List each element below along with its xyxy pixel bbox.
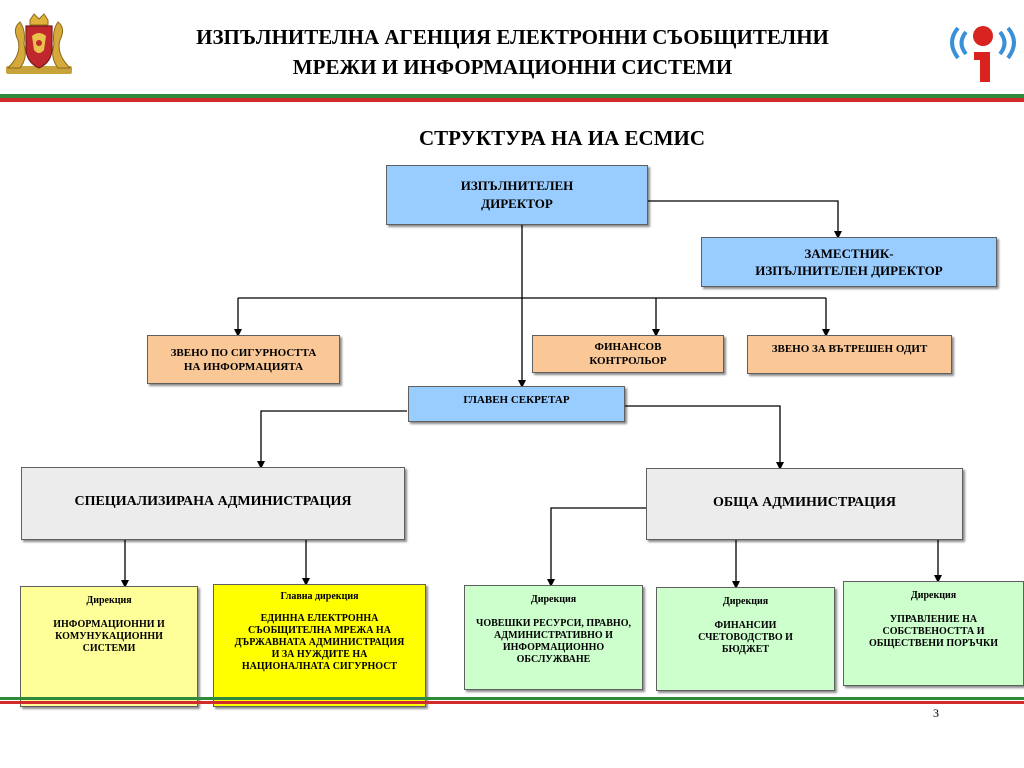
- security-line1: ЗВЕНО ПО СИГУРНОСТТА: [170, 346, 317, 359]
- directorate-label: Дирекция: [910, 590, 957, 601]
- director-line2: ДИРЕКТОР: [481, 196, 553, 211]
- general-line1: ОБЩА АДМИНИСТРАЦИЯ: [713, 495, 896, 510]
- directorate-name: ИНФОРМАЦИОННИ И КОМУНУКАЦИОННИ СИСТЕМИ: [53, 619, 165, 654]
- directorate-name: ЕДИННА ЕЛЕКТРОННА СЪОБЩИТЕЛНА МРЕЖА НА Д…: [234, 613, 405, 672]
- directorate-name: ЧОВЕШКИ РЕСУРСИ, ПРАВНО, АДМИНИСТРАТИВНО…: [476, 618, 631, 665]
- audit-line1: ЗВЕНО ЗА ВЪТРЕШЕН ОДИТ: [771, 343, 928, 355]
- directorate-name: ФИНАНСИИ СЧЕТОВОДСТВО И БЮДЖЕТ: [698, 620, 793, 655]
- agency-logo: [944, 18, 1022, 84]
- directorate-box-5: Дирекция УПРАВЛЕНИЕ НА СОБСТВЕНОСТТА И О…: [843, 581, 1024, 686]
- header-title: ИЗПЪЛНИТЕЛНА АГЕНЦИЯ ЕЛЕКТРОННИ СЪОБЩИТЕ…: [105, 22, 920, 82]
- header-title-line1: ИЗПЪЛНИТЕЛНА АГЕНЦИЯ ЕЛЕКТРОННИ СЪОБЩИТЕ…: [196, 25, 829, 49]
- coat-of-arms-logo: [2, 10, 76, 78]
- directorate-name: УПРАВЛЕНИЕ НА СОБСТВЕНОСТТА И ОБЩЕСТВЕНИ…: [868, 614, 998, 649]
- bulgarian-coat-of-arms-icon: [6, 13, 72, 74]
- agency-signal-logo-icon: [950, 26, 1016, 82]
- director-line1: ИЗПЪЛНИТЕЛЕН: [460, 178, 574, 193]
- specialized-administration-box: СПЕЦИАЛИЗИРАНА АДМИНИСТРАЦИЯ: [21, 467, 405, 540]
- finance-controller-box: ФИНАНСОВ КОНТРОЛЬОР: [532, 335, 724, 373]
- directorate-box-2: Главна дирекция ЕДИННА ЕЛЕКТРОННА СЪОБЩИ…: [213, 584, 426, 707]
- line-director-deputy: [647, 200, 842, 239]
- deputy-line2: ИЗПЪЛНИТЕЛЕН ДИРЕКТОР: [755, 263, 943, 278]
- chief-secretary-box: ГЛАВЕН СЕКРЕТАР: [408, 386, 625, 422]
- line-general-dir3: [547, 507, 646, 587]
- line-secretary-general: [625, 405, 784, 470]
- directorate-label: Дирекция: [722, 596, 769, 607]
- security-unit-box: ЗВЕНО ПО СИГУРНОСТТА НА ИНФОРМАЦИЯТА: [147, 335, 340, 384]
- header-stripe-red: [0, 98, 1024, 102]
- directorate-box-3: Дирекция ЧОВЕШКИ РЕСУРСИ, ПРАВНО, АДМИНИ…: [464, 585, 643, 690]
- footer-stripe-red: [0, 701, 1024, 704]
- deputy-line1: ЗАМЕСТНИК-: [804, 246, 894, 261]
- secretary-line1: ГЛАВЕН СЕКРЕТАР: [463, 394, 570, 406]
- directorate-label: Дирекция: [530, 594, 577, 605]
- footer-stripe-green: [0, 697, 1024, 700]
- general-administration-box: ОБЩА АДМИНИСТРАЦИЯ: [646, 468, 963, 540]
- internal-audit-box: ЗВЕНО ЗА ВЪТРЕШЕН ОДИТ: [747, 335, 952, 374]
- security-line2: НА ИНФОРМАЦИЯТА: [183, 360, 304, 373]
- page-number: 3: [933, 706, 939, 720]
- specialized-line1: СПЕЦИАЛИЗИРАНА АДМИНИСТРАЦИЯ: [74, 494, 352, 509]
- line-secretary-specialized: [257, 410, 407, 469]
- directorate-box-4: Дирекция ФИНАНСИИ СЧЕТОВОДСТВО И БЮДЖЕТ: [656, 587, 835, 691]
- header-stripe-green: [0, 94, 1024, 98]
- directorate-label: Главна дирекция: [280, 591, 359, 602]
- deputy-director-box: ЗАМЕСТНИК- ИЗПЪЛНИТЕЛЕН ДИРЕКТОР: [701, 237, 997, 287]
- finance-line1: ФИНАНСОВ: [594, 341, 662, 353]
- director-box: ИЗПЪЛНИТЕЛЕН ДИРЕКТОР: [386, 165, 648, 225]
- chart-subtitle: СТРУКТУРА НА ИА ЕСМИС: [418, 126, 706, 150]
- finance-line2: КОНТРОЛЬОР: [589, 355, 667, 367]
- header-title-line2: МРЕЖИ И ИНФОРМАЦИОННИ СИСТЕМИ: [292, 55, 733, 79]
- directorate-label: Дирекция: [86, 595, 132, 606]
- directorate-box-1: Дирекция ИНФОРМАЦИОННИ И КОМУНУКАЦИОННИ …: [20, 586, 198, 707]
